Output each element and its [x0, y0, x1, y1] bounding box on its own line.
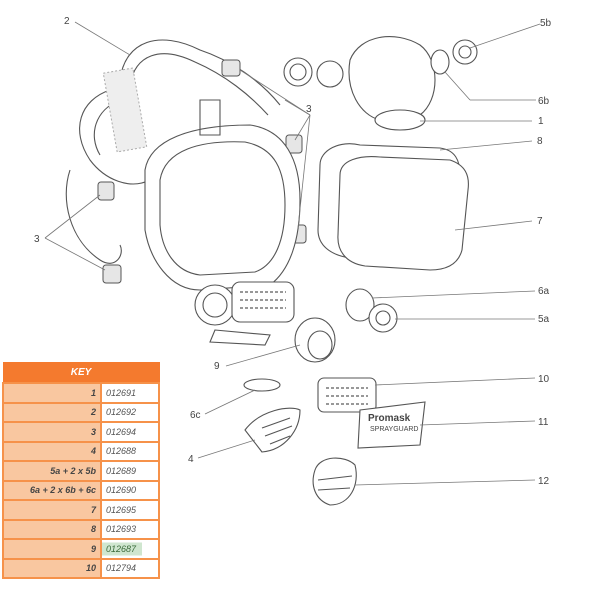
callout-10: 10 [538, 374, 550, 385]
part-code: 012688 [100, 440, 160, 462]
callout-3-left: 3 [34, 234, 40, 245]
sprayguard-11: Promask SPRAYGUARD [357, 401, 426, 449]
callout-lines [44, 21, 541, 486]
callout-7: 7 [537, 216, 543, 227]
sprayguard-brand: Promask [368, 413, 411, 424]
part-number: 2 [2, 401, 102, 423]
visor-parts [317, 143, 469, 271]
callout-2: 2 [64, 16, 70, 27]
filter-6a [345, 288, 375, 322]
part-code: 012691 [100, 382, 160, 404]
callout-1: 1 [538, 116, 544, 127]
full-face-mask [144, 99, 301, 346]
part-number: 8 [2, 518, 102, 540]
part-number: 6a + 2 x 6b + 6c [2, 479, 102, 501]
part-code: 012693 [100, 518, 160, 540]
cover-4 [244, 407, 301, 453]
key-title: KEY [2, 362, 160, 384]
callout-6c: 6c [190, 410, 201, 421]
callout-9: 9 [214, 361, 220, 372]
callout-4: 4 [188, 454, 194, 465]
part-code: 012690 [100, 479, 160, 501]
part-code: 012689 [100, 460, 160, 482]
half-mask [283, 36, 478, 131]
part-number: 9 [2, 538, 102, 560]
filter-5a [368, 303, 398, 333]
callout-3-top: 3 [306, 104, 312, 115]
part-code: 012692 [100, 401, 160, 423]
part-number: 7 [2, 499, 102, 521]
callout-6a: 6a [538, 286, 550, 297]
part-number: 3 [2, 421, 102, 443]
part-number: 10 [2, 557, 102, 579]
part-code: 012694 [100, 421, 160, 443]
part-number: 4 [2, 440, 102, 462]
part-number: 1 [2, 382, 102, 404]
prefilter-10 [317, 377, 377, 413]
part-code: 012687 [100, 538, 160, 560]
part-code: 012794 [100, 557, 160, 579]
callout-6b: 6b [538, 96, 550, 107]
adapter-9 [294, 317, 336, 363]
valve-6c [243, 378, 281, 392]
callout-12: 12 [538, 476, 550, 487]
callout-5b: 5b [540, 18, 552, 29]
sprayguard-name: SPRAYGUARD [370, 426, 419, 433]
head-harness [65, 39, 281, 264]
filter-12 [312, 457, 357, 506]
part-number: 5a + 2 x 5b [2, 460, 102, 482]
callout-5a: 5a [538, 314, 550, 325]
part-code: 012695 [100, 499, 160, 521]
callout-8: 8 [537, 136, 543, 147]
callout-11: 11 [538, 417, 549, 428]
